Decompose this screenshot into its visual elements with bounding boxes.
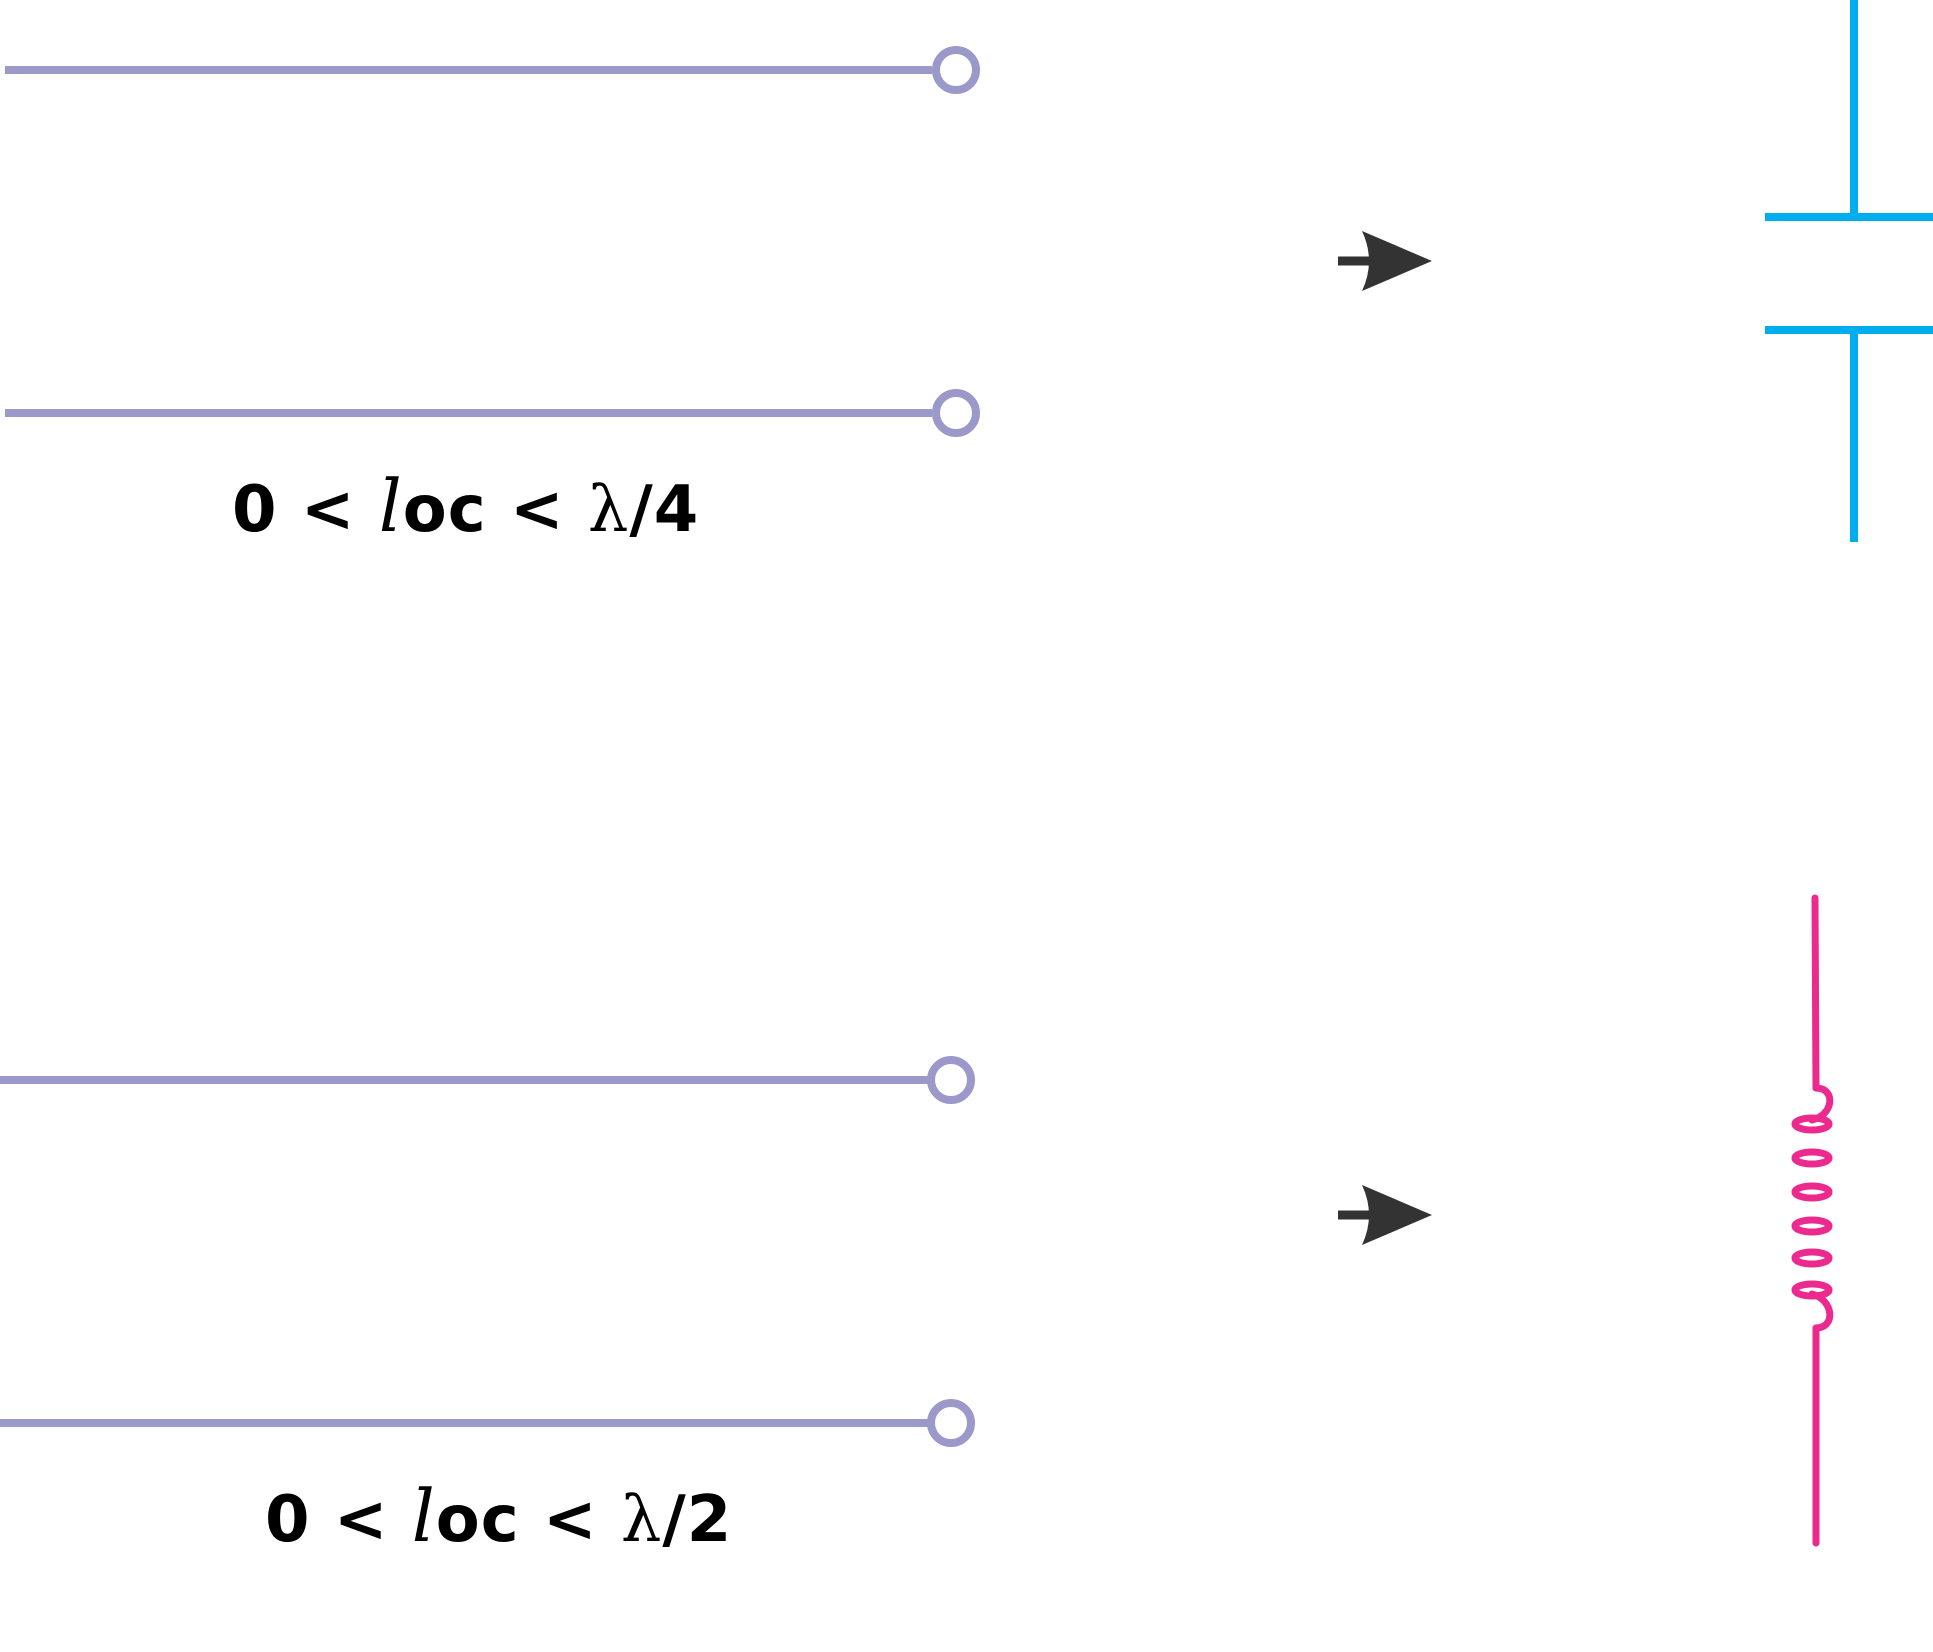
top-label-middle: oc < bbox=[402, 473, 588, 547]
top-label-ell: l bbox=[378, 464, 403, 548]
top-open-circuit-line bbox=[5, 46, 980, 437]
bottom-upper-terminal bbox=[927, 1056, 975, 1104]
bottom-label-prefix: 0 < bbox=[265, 1483, 412, 1557]
top-label-lambda: λ bbox=[587, 473, 630, 547]
top-lower-terminal bbox=[932, 389, 980, 437]
top-upper-terminal bbox=[932, 46, 980, 94]
top-label-suffix: /4 bbox=[629, 473, 700, 547]
bottom-length-condition-label: 0 < loc < λ/2 bbox=[265, 1474, 733, 1558]
capacitor-icon bbox=[1765, 0, 1933, 542]
inductor-icon bbox=[1791, 894, 1834, 1547]
bottom-lower-terminal bbox=[927, 1399, 975, 1447]
top-label-prefix: 0 < bbox=[232, 473, 379, 547]
bottom-open-circuit-line bbox=[0, 1056, 975, 1447]
bottom-arrow-icon bbox=[1338, 1185, 1432, 1245]
top-arrow-icon bbox=[1338, 231, 1432, 291]
bottom-label-middle: oc < bbox=[435, 1483, 621, 1557]
bottom-label-lambda: λ bbox=[620, 1483, 663, 1557]
bottom-label-ell: l bbox=[411, 1474, 436, 1558]
top-length-condition-label: 0 < loc < λ/4 bbox=[232, 464, 700, 548]
bottom-label-suffix: /2 bbox=[662, 1483, 733, 1557]
